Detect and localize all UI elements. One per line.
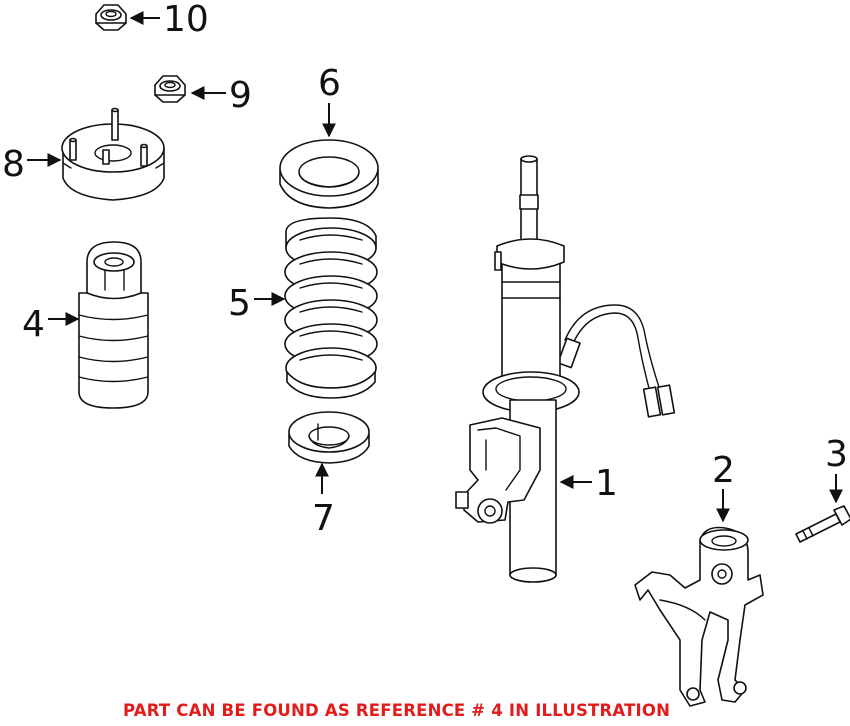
part-6-upper-spring-seat	[279, 139, 379, 209]
callout-7-label: 7	[312, 498, 335, 539]
part-10-nut	[95, 4, 127, 31]
callout-5-label: 5	[228, 283, 251, 324]
callout-3-label: 3	[825, 434, 848, 475]
callout-4-label: 4	[22, 304, 45, 345]
part-2-steering-knuckle	[634, 526, 764, 707]
callout-9-label: 9	[229, 75, 252, 116]
part-8-strut-mount	[61, 107, 165, 201]
callout-10-label: 10	[163, 0, 209, 40]
part-5-coil-spring	[284, 217, 378, 399]
part-4-bump-stop	[78, 241, 149, 409]
callout-6-label: 6	[318, 63, 341, 104]
part-3-bolt	[795, 505, 850, 543]
callout-2-label: 2	[712, 450, 735, 491]
callout-8-label: 8	[2, 144, 25, 185]
part-7-lower-spring-pad	[288, 411, 370, 464]
callout-1-label: 1	[595, 463, 618, 504]
footer-note: PART CAN BE FOUND AS REFERENCE # 4 IN IL…	[123, 701, 670, 720]
part-1-strut-assembly	[455, 155, 676, 583]
part-9-nut	[154, 75, 186, 103]
